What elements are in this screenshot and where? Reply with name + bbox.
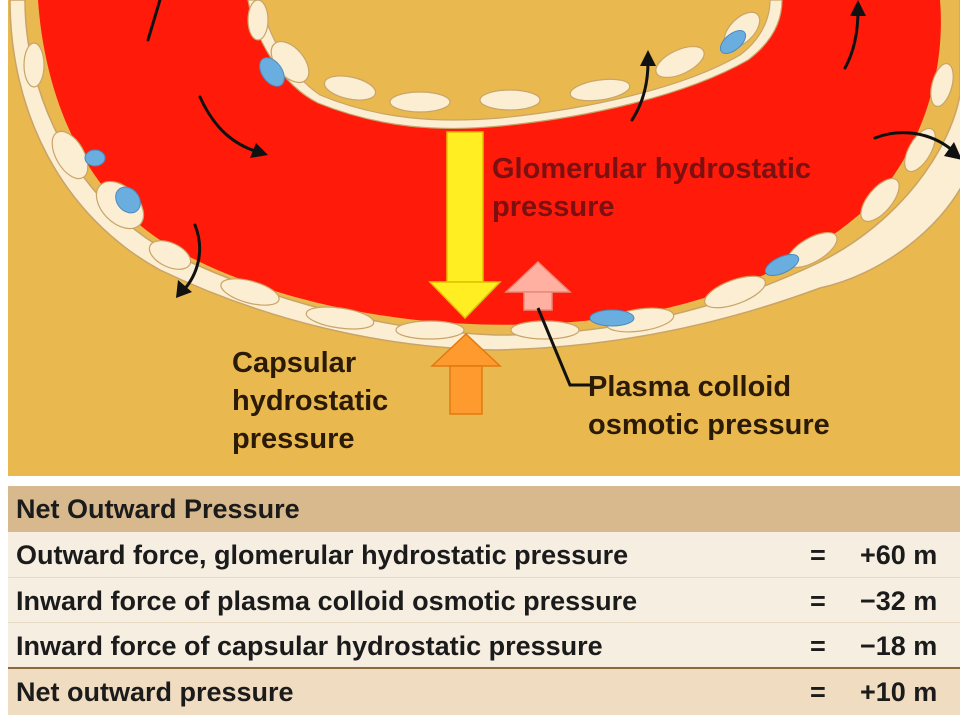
arrowhead bbox=[176, 280, 192, 298]
label-line: Glomerular hydrostatic bbox=[492, 153, 812, 185]
flow-arrow bbox=[630, 60, 650, 122]
flow-arrowheads bbox=[176, 0, 960, 298]
capsular-pressure-arrow bbox=[430, 332, 502, 415]
net-pressure-table: Net Outward Pressure Outward force, glom… bbox=[8, 486, 960, 715]
row-value: +60 m bbox=[860, 540, 938, 570]
table-row: Inward force of capsular hydrostatic pre… bbox=[8, 622, 960, 667]
equals-sign: = bbox=[810, 677, 826, 707]
glomerular-pressure-arrow bbox=[428, 131, 502, 320]
table-row: Inward force of plasma colloid osmotic p… bbox=[8, 577, 960, 622]
label-line: pressure bbox=[492, 191, 615, 223]
net-pressure-row: Net outward pressure = +10 m bbox=[8, 667, 960, 715]
flow-arrow bbox=[198, 95, 260, 154]
flow-arrow bbox=[873, 131, 954, 152]
endothelial-cells bbox=[23, 42, 954, 340]
plasma-pressure-arrow bbox=[504, 260, 572, 311]
label-line: Capsular bbox=[232, 347, 357, 379]
label-line: osmotic pressure bbox=[588, 409, 830, 441]
equals-sign: = bbox=[810, 540, 826, 570]
arrowhead bbox=[850, 0, 866, 16]
row-label: Inward force of capsular hydrostatic pre… bbox=[16, 631, 603, 661]
row-value: −32 m bbox=[860, 586, 938, 616]
row-label: Inward force of plasma colloid osmotic p… bbox=[16, 586, 638, 616]
table-header: Net Outward Pressure bbox=[8, 486, 960, 532]
row-label: Outward force, glomerular hydrostatic pr… bbox=[16, 540, 629, 570]
row-value: −18 m bbox=[860, 631, 938, 661]
capillary-lumen-hole bbox=[262, 0, 764, 106]
glomerular-capillary bbox=[38, 0, 941, 325]
label-line: hydrostatic bbox=[232, 385, 389, 417]
plasma-pressure-label: Plasma colloid osmotic pressure bbox=[588, 368, 830, 444]
table-header-title: Net Outward Pressure bbox=[16, 494, 300, 524]
plasma-leader-line bbox=[536, 307, 590, 387]
arrowhead bbox=[944, 142, 960, 160]
equals-sign: = bbox=[810, 631, 826, 661]
label-line: pressure bbox=[232, 423, 355, 455]
glomerular-pressure-label: Glomerular hydrostatic pressure bbox=[492, 150, 811, 226]
arrowhead bbox=[640, 50, 656, 66]
net-value: +10 m bbox=[860, 677, 938, 707]
cell-nuclei bbox=[84, 30, 800, 327]
net-label: Net outward pressure bbox=[16, 677, 294, 707]
equals-sign: = bbox=[810, 586, 826, 616]
flow-arrow bbox=[146, 0, 162, 42]
table-row: Outward force, glomerular hydrostatic pr… bbox=[8, 532, 960, 577]
inner-endothelium bbox=[247, 0, 783, 130]
arrowhead bbox=[250, 143, 268, 158]
capsular-pressure-label: Capsular hydrostatic pressure bbox=[232, 344, 388, 458]
label-line: Plasma colloid bbox=[588, 371, 792, 403]
